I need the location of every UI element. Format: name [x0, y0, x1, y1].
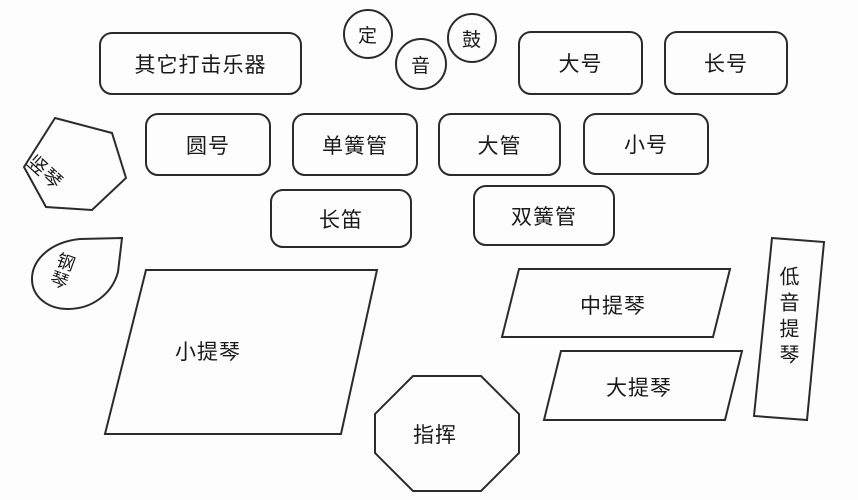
section-timpani-circle-3[interactable]: 鼓 — [447, 13, 497, 63]
section-tuba[interactable]: 大号 — [518, 31, 643, 95]
section-conductor-label: 指挥 — [413, 423, 457, 447]
section-trombone[interactable]: 长号 — [664, 31, 788, 95]
viola-parallelogram-outline — [500, 268, 732, 338]
section-timpani-circle-2-label: 音 — [410, 54, 431, 77]
section-tuba-label: 大号 — [558, 52, 603, 76]
section-trumpet[interactable]: 小号 — [583, 113, 709, 175]
section-timpani-circle-3-label: 鼓 — [461, 28, 482, 51]
conductor-octagon-outline — [374, 375, 520, 492]
section-flute[interactable]: 长笛 — [270, 189, 412, 248]
section-flute-label: 长笛 — [319, 207, 363, 232]
section-trumpet-label: 小号 — [624, 133, 668, 157]
section-french-horn-label: 圆号 — [186, 133, 230, 158]
section-clarinet[interactable]: 单簧管 — [292, 113, 418, 176]
section-double-bass-label: 低音提琴 — [776, 266, 800, 370]
section-timpani-circle-1[interactable]: 定 — [343, 9, 393, 59]
section-cello-label: 大提琴 — [606, 376, 672, 400]
section-viola-label: 中提琴 — [580, 294, 646, 318]
section-oboe[interactable]: 双簧管 — [473, 185, 615, 246]
section-piano[interactable]: 钢 琴 — [30, 236, 126, 312]
harp-hexagon-outline — [22, 116, 128, 212]
double-bass-tilted-rect-outline — [752, 236, 826, 422]
section-violin[interactable]: 小提琴 — [103, 268, 379, 436]
section-cello[interactable]: 大提琴 — [542, 349, 744, 422]
piano-body-outline — [30, 236, 124, 311]
section-other-percussion-label: 其它打击乐器 — [134, 52, 267, 77]
section-french-horn[interactable]: 圆号 — [145, 113, 271, 176]
section-oboe-label: 双簧管 — [511, 204, 577, 229]
section-bassoon-label: 大管 — [477, 133, 522, 158]
section-conductor[interactable]: 指挥 — [373, 374, 521, 493]
section-other-percussion[interactable]: 其它打击乐器 — [99, 32, 302, 95]
section-viola[interactable]: 中提琴 — [500, 267, 732, 339]
section-harp[interactable]: 竖琴 — [22, 116, 128, 212]
section-trombone-label: 长号 — [704, 52, 748, 76]
section-timpani-circle-2[interactable]: 音 — [395, 38, 447, 90]
section-bassoon[interactable]: 大管 — [438, 113, 561, 176]
section-double-bass[interactable]: 低音提琴 — [752, 236, 826, 422]
section-timpani-circle-1-label: 定 — [357, 24, 378, 47]
section-violin-label: 小提琴 — [175, 340, 241, 364]
section-clarinet-label: 单簧管 — [322, 133, 388, 158]
cello-parallelogram-outline — [542, 350, 744, 421]
violin-parallelogram-outline — [103, 269, 379, 435]
